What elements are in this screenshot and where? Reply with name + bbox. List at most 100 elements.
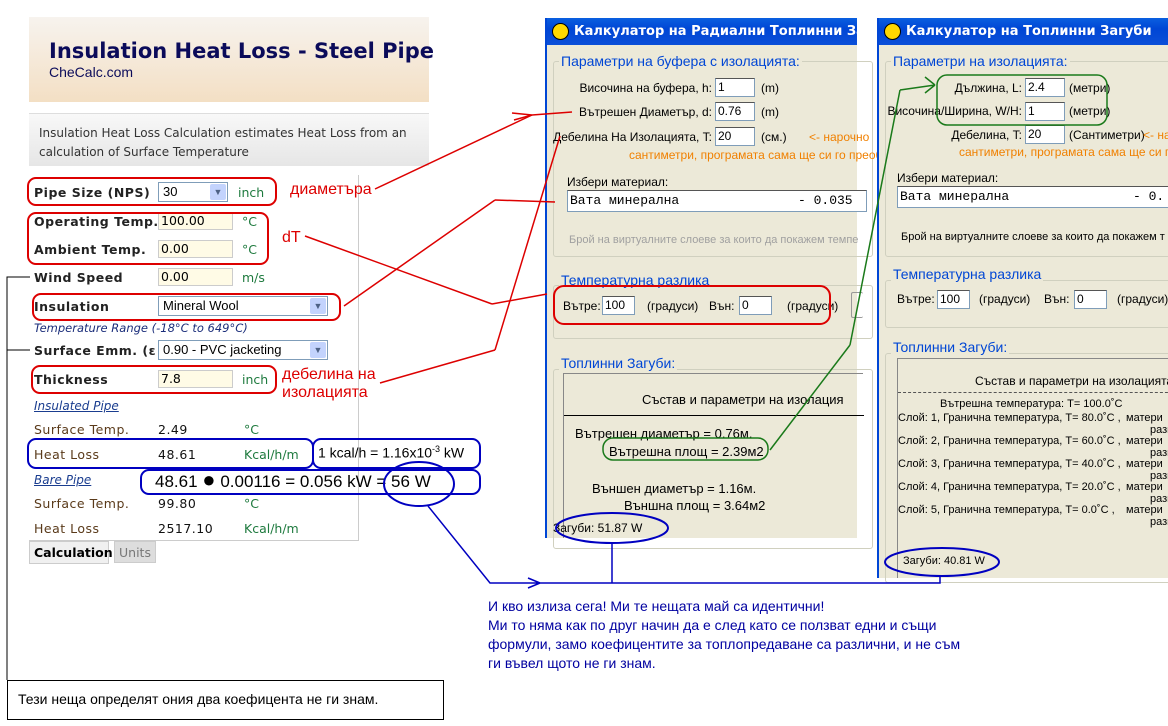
- out-input[interactable]: 0: [739, 296, 772, 315]
- in-input[interactable]: 100: [937, 290, 970, 309]
- heat-loss-window: Калкулатор на Топлинни Загуби Параметри …: [877, 18, 1168, 583]
- t-input[interactable]: 20: [715, 127, 755, 146]
- layer-line: Слой: 4, Гранична температура, T= 20.0˚C…: [898, 481, 1121, 493]
- bare-surface-label: Surface Temp.: [34, 496, 130, 511]
- pipe-size-unit: inch: [238, 185, 265, 200]
- l-label: Дължина, L:: [954, 81, 1022, 95]
- h-label: Височина на буфера, h:: [579, 81, 712, 95]
- operating-temp-input[interactable]: 100.00: [158, 212, 233, 230]
- bare-surface-unit: °C: [244, 496, 259, 511]
- results-panel: Състав и параметри на изолацията: Вътреш…: [897, 358, 1168, 578]
- t-label: Дебелина, T:: [951, 128, 1022, 142]
- surface-emm-select[interactable]: 0.90 - PVC jacketing▼: [158, 340, 328, 360]
- material-list[interactable]: Вата минерална- 0.: [897, 186, 1168, 208]
- tab-units[interactable]: Units: [114, 541, 156, 563]
- layers-label: Брой на виртуалните слоеве за които да п…: [569, 234, 859, 246]
- window-title: Калкулатор на Радиални Топлинни Загуби: [574, 24, 899, 39]
- wind-speed-input[interactable]: 0.00: [158, 268, 233, 286]
- green-annotations: [602, 74, 1108, 461]
- site-name: CheCalc.com: [49, 64, 134, 80]
- d-input[interactable]: 0.76: [715, 102, 755, 121]
- l-input[interactable]: 2.4: [1025, 78, 1065, 97]
- wh-input[interactable]: 1: [1025, 102, 1065, 121]
- in-unit: (градуси): [979, 292, 1031, 306]
- chevron-down-icon: ▼: [310, 342, 326, 358]
- operating-temp-label: Operating Temp.: [34, 214, 159, 229]
- insulation-params-legend: Параметри на изолацията:: [891, 53, 1070, 69]
- loss-total: Загуби: 40.81 W: [903, 555, 985, 567]
- operating-temp-unit: °C: [242, 214, 257, 229]
- window-title-bar: Калкулатор на Радиални Топлинни Загуби: [547, 18, 898, 45]
- layers-label: Брой на виртуалните слоеве за които да п…: [901, 231, 1165, 243]
- red-annotations: [27, 111, 831, 394]
- heat-loss-legend: Топлинни Загуби:: [559, 355, 678, 371]
- radiation-icon: [884, 23, 901, 40]
- insulated-surface-value: 2.49: [158, 422, 188, 437]
- window-title: Калкулатор на Топлинни Загуби: [906, 24, 1152, 39]
- chevron-down-icon: ▼: [310, 298, 326, 314]
- wh-unit: (метри): [1069, 104, 1111, 118]
- pipe-size-label: Pipe Size (NPS): [34, 185, 151, 200]
- radiation-icon: [552, 23, 569, 40]
- insulated-surface-unit: °C: [244, 422, 259, 437]
- layer-line: Слой: 5, Гранична температура, T= 0.0˚C …: [898, 504, 1115, 516]
- divider: [898, 392, 1168, 393]
- thickness-label: Thickness: [34, 372, 109, 387]
- blue-annotations: [27, 438, 1000, 589]
- calc-form: [29, 175, 359, 541]
- layer-material: матери: [1126, 412, 1163, 424]
- out-input[interactable]: 0: [1074, 290, 1107, 309]
- in-input[interactable]: 100: [602, 296, 635, 315]
- temp-diff-legend: Температурна разлика: [891, 266, 1044, 282]
- web-header: Insulation Heat Loss - Steel Pipe CheCal…: [29, 17, 434, 102]
- radial-heat-loss-window: Калкулатор на Радиални Топлинни Загуби П…: [545, 18, 898, 549]
- material-label: Избери материал:: [897, 171, 999, 185]
- t-unit: (см.): [761, 130, 787, 144]
- note: <- нарочно: [809, 130, 870, 144]
- wind-speed-label: Wind Speed: [34, 270, 124, 285]
- bracket-line: [6, 276, 30, 680]
- page-title: Insulation Heat Loss - Steel Pipe: [49, 39, 435, 63]
- layer-size: разм: [1150, 516, 1168, 528]
- bare-loss-label: Heat Loss: [34, 521, 100, 536]
- wind-speed-unit: m/s: [242, 270, 265, 285]
- annotation-diameter: диаметъра: [290, 181, 372, 198]
- button-edge[interactable]: [851, 292, 863, 318]
- thickness-input[interactable]: 7.8: [158, 370, 233, 388]
- thickness-unit: inch: [242, 372, 269, 387]
- bare-pipe-link[interactable]: Bare Pipe: [34, 473, 92, 487]
- heat-loss-group: [553, 369, 873, 549]
- h-input[interactable]: 1: [715, 78, 755, 97]
- d-label: Вътрешен Диаметър, d:: [579, 105, 712, 119]
- layer-material: матери: [1126, 481, 1163, 493]
- insulated-pipe-link[interactable]: Insulated Pipe: [34, 399, 119, 413]
- in-unit: (градуси): [647, 299, 699, 313]
- chevron-down-icon: ▼: [210, 184, 226, 200]
- t-unit: (Сантиметри): [1069, 128, 1145, 142]
- bare-surface-value: 99.80: [158, 496, 197, 511]
- description: Insulation Heat Loss Calculation estimat…: [29, 113, 429, 166]
- annotation-formula: 48.61 ● 0.00116 = 0.056 kW = 56 W: [155, 467, 431, 492]
- material-list[interactable]: Вата минерална- 0.035: [567, 190, 867, 212]
- inner-temp: Вътрешна температура: T= 100.0˚C: [940, 398, 1123, 410]
- l-unit: (метри): [1069, 81, 1111, 95]
- pipe-size-select[interactable]: 30▼: [158, 182, 228, 202]
- note: <- на: [1143, 128, 1168, 142]
- ambient-temp-input[interactable]: 0.00: [158, 240, 233, 258]
- insulated-loss-unit: Kcal/h/m: [244, 447, 299, 462]
- annotation-conversion: 1 kcal/h = 1.16x10-3 kW: [318, 444, 465, 461]
- tab-calculation[interactable]: Calculation: [29, 541, 113, 564]
- annotation-dt: dT: [282, 229, 301, 246]
- layer-material: матери: [1126, 435, 1163, 447]
- results-title: Състав и параметри на изолацията:: [975, 374, 1168, 388]
- note-line2: сантиметри, програмата сама ще си го: [959, 145, 1168, 159]
- insulation-select[interactable]: Mineral Wool▼: [158, 296, 328, 316]
- layer-size: разм: [1150, 447, 1168, 459]
- layer-line: Слой: 2, Гранична температура, T= 60.0˚C…: [898, 435, 1121, 447]
- results-title: Състав и параметри на изолация: [642, 392, 844, 407]
- in-label: Вътре:: [563, 299, 601, 313]
- insulated-loss-value: 48.61: [158, 447, 197, 462]
- note-line2: сантиметри, програмата сама ще си го пре…: [629, 148, 883, 162]
- out-unit: (градуси): [787, 299, 839, 313]
